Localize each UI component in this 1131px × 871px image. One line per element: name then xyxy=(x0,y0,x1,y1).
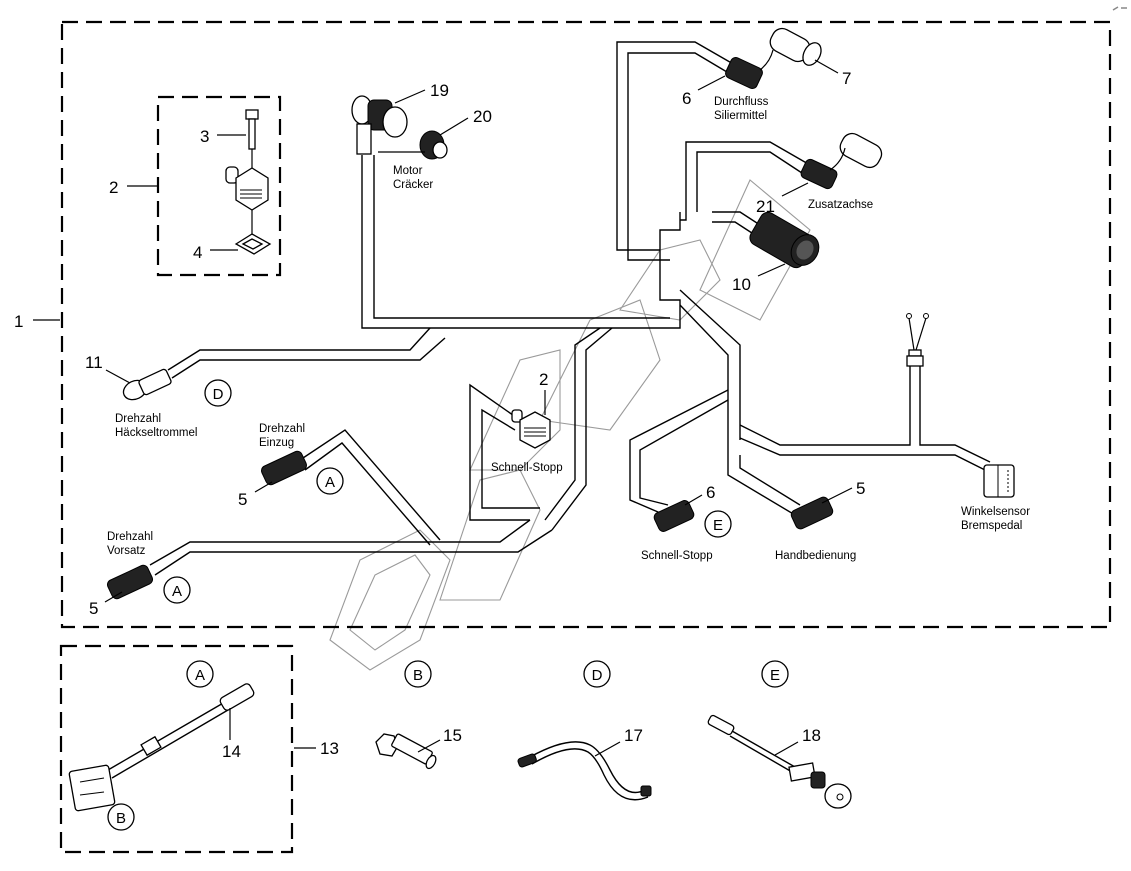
ref-A-vorsatz: A xyxy=(163,576,191,604)
corner-mark xyxy=(1112,6,1127,11)
svg-text:A: A xyxy=(172,583,182,600)
leader-18 xyxy=(774,741,799,756)
subassembly-2-frame xyxy=(156,95,282,277)
ref-B-part: B xyxy=(404,660,432,688)
adapter-cable-14-icon xyxy=(68,683,255,812)
leader-6-right xyxy=(684,494,703,506)
ref-E-main: E xyxy=(704,510,732,538)
connector-2-center-icon xyxy=(511,409,551,449)
leader-5-einzug xyxy=(254,481,273,493)
harness-wires xyxy=(149,41,991,576)
ref-D-part: D xyxy=(583,660,611,688)
svg-text:B: B xyxy=(116,810,126,827)
callout-7: 7 xyxy=(842,69,851,88)
connector-11-icon xyxy=(122,368,172,401)
svg-text:D: D xyxy=(592,667,603,684)
label-motor: Motor xyxy=(393,165,423,177)
label-bremspedal: Bremspedal xyxy=(961,520,1022,532)
switch-18-icon xyxy=(707,714,852,809)
label-siliermittel: Siliermittel xyxy=(714,110,767,122)
main-assembly-frame xyxy=(60,20,1112,629)
connector-5-einzug-icon xyxy=(260,450,308,486)
label-schnellstopp-center: Schnell-Stopp xyxy=(491,462,563,474)
leader-17 xyxy=(594,741,621,757)
callout-11: 11 xyxy=(85,353,103,372)
label-cracker: Cräcker xyxy=(393,179,433,191)
callout-2-box: 2 xyxy=(109,178,118,197)
ref-E-part: E xyxy=(761,660,789,688)
callout-17: 17 xyxy=(624,726,643,745)
label-vorsatz: Vorsatz xyxy=(107,545,146,557)
callout-6-right: 6 xyxy=(706,483,715,502)
callout-13: 13 xyxy=(320,739,339,758)
svg-text:B: B xyxy=(413,667,423,684)
callout-15: 15 xyxy=(443,726,462,745)
label-drehzahl-2: Drehzahl xyxy=(259,423,305,435)
leader-5-vorsatz xyxy=(104,591,123,603)
callout-5-hand: 5 xyxy=(856,479,865,498)
callout-18: 18 xyxy=(802,726,821,745)
svg-text:A: A xyxy=(195,667,205,684)
callout-4: 4 xyxy=(193,243,202,262)
subassembly-13-frame xyxy=(59,644,294,854)
connector-7-icon xyxy=(759,27,822,71)
connector-20-icon xyxy=(378,130,448,160)
label-drehzahl-1: Drehzahl xyxy=(115,413,161,425)
leader-10 xyxy=(757,263,786,277)
label-durchfluss: Durchfluss xyxy=(714,96,769,108)
leader-20 xyxy=(439,117,469,136)
callout-5-vorsatz: 5 xyxy=(89,599,98,618)
screw-icon xyxy=(245,109,259,176)
connector-5-hand-icon xyxy=(790,496,834,530)
svg-text:A: A xyxy=(325,474,335,491)
ref-A-einzug: A xyxy=(316,467,344,495)
connector-6-top-icon xyxy=(725,56,763,90)
connector-19-icon xyxy=(351,95,408,155)
callout-1: 1 xyxy=(14,312,23,331)
leader-6-top xyxy=(697,75,726,91)
valve-connector-icon xyxy=(225,166,269,236)
connector-6-right-icon xyxy=(653,500,695,532)
callout-6-top: 6 xyxy=(682,89,691,108)
leader-19 xyxy=(394,89,426,104)
label-schnellstopp-right: Schnell-Stopp xyxy=(641,550,713,562)
label-winkelsensor: Winkelsensor xyxy=(961,506,1030,518)
svg-text:E: E xyxy=(770,667,780,684)
plug-15-icon xyxy=(375,733,437,770)
callout-20: 20 xyxy=(473,107,492,126)
cable-17-icon xyxy=(517,741,652,801)
label-handbedienung: Handbedienung xyxy=(775,550,856,562)
leader-11 xyxy=(105,369,131,384)
leader-5-hand xyxy=(821,487,853,504)
callout-10: 10 xyxy=(732,275,751,294)
ref-B-adapter: B xyxy=(107,803,135,831)
connector-5-vorsatz-icon xyxy=(106,564,154,600)
watermark-logo xyxy=(329,179,811,671)
svg-text:E: E xyxy=(713,517,723,534)
connector-21-icon xyxy=(800,132,883,190)
leader-21 xyxy=(781,182,809,197)
callout-5-einzug: 5 xyxy=(238,490,247,509)
svg-text:D: D xyxy=(213,386,224,403)
label-haeckseltrommel: Häckseltrommel xyxy=(115,427,197,439)
callout-2-center: 2 xyxy=(539,370,548,389)
leader-15 xyxy=(417,739,441,753)
label-einzug: Einzug xyxy=(259,437,294,449)
callout-14: 14 xyxy=(222,742,241,761)
callout-19: 19 xyxy=(430,81,449,100)
callout-21: 21 xyxy=(756,197,775,216)
ref-D-main: D xyxy=(204,379,232,407)
ref-A-adapter: A xyxy=(186,660,214,688)
connector-10-icon xyxy=(749,211,820,269)
seal-icon xyxy=(234,233,272,255)
label-zusatzachse: Zusatzachse xyxy=(808,199,873,211)
callout-3: 3 xyxy=(200,127,209,146)
sensor-terminals-icon xyxy=(906,313,929,367)
leader-7 xyxy=(814,59,839,74)
label-drehzahl-3: Drehzahl xyxy=(107,531,153,543)
winkelsensor-connector-icon xyxy=(983,464,1015,498)
